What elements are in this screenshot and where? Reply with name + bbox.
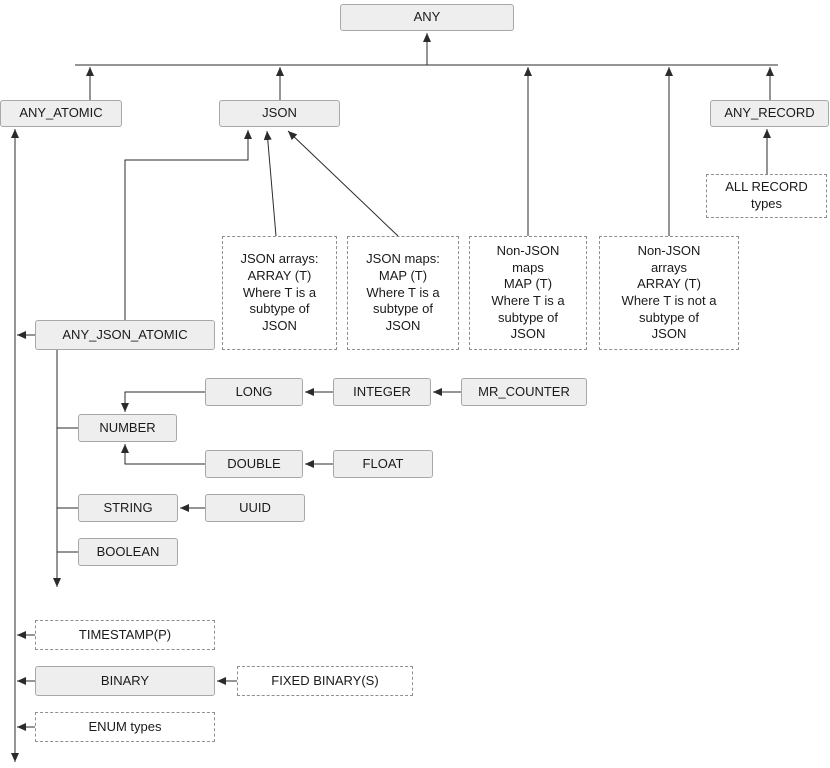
node-mr-counter: MR_COUNTER xyxy=(461,378,587,406)
node-any-atomic: ANY_ATOMIC xyxy=(0,100,122,127)
edge-long-to-number xyxy=(121,391,205,412)
node-any-record: ANY_RECORD xyxy=(710,100,829,127)
edge-json-arrays-to-json xyxy=(263,130,277,237)
node-number: NUMBER xyxy=(78,414,177,442)
node-uuid: UUID xyxy=(205,494,305,522)
edge-double-to-number xyxy=(121,444,205,465)
node-non-json-arrays: Non-JSON arrays ARRAY (T) Where T is not… xyxy=(599,236,739,350)
node-long: LONG xyxy=(205,378,303,406)
node-json-arrays: JSON arrays: ARRAY (T) Where T is a subt… xyxy=(222,236,337,350)
node-boolean: BOOLEAN xyxy=(78,538,178,566)
node-all-record-types: ALL RECORD types xyxy=(706,174,827,218)
edge-json-maps-to-json xyxy=(287,130,399,237)
node-string: STRING xyxy=(78,494,178,522)
node-any: ANY xyxy=(340,4,514,31)
node-non-json-maps: Non-JSON maps MAP (T) Where T is a subty… xyxy=(469,236,587,350)
node-float: FLOAT xyxy=(333,450,433,478)
node-json: JSON xyxy=(219,100,340,127)
node-fixed-binary: FIXED BINARY(S) xyxy=(237,666,413,696)
node-json-maps: JSON maps: MAP (T) Where T is a subtype … xyxy=(347,236,459,350)
node-integer: INTEGER xyxy=(333,378,431,406)
node-timestamp: TIMESTAMP(P) xyxy=(35,620,215,650)
edges xyxy=(11,33,778,762)
edge-any-json-atomic-to-json xyxy=(124,130,252,320)
node-double: DOUBLE xyxy=(205,450,303,478)
node-any-json-atomic: ANY_JSON_ATOMIC xyxy=(35,320,215,350)
node-enum-types: ENUM types xyxy=(35,712,215,742)
node-binary: BINARY xyxy=(35,666,215,696)
